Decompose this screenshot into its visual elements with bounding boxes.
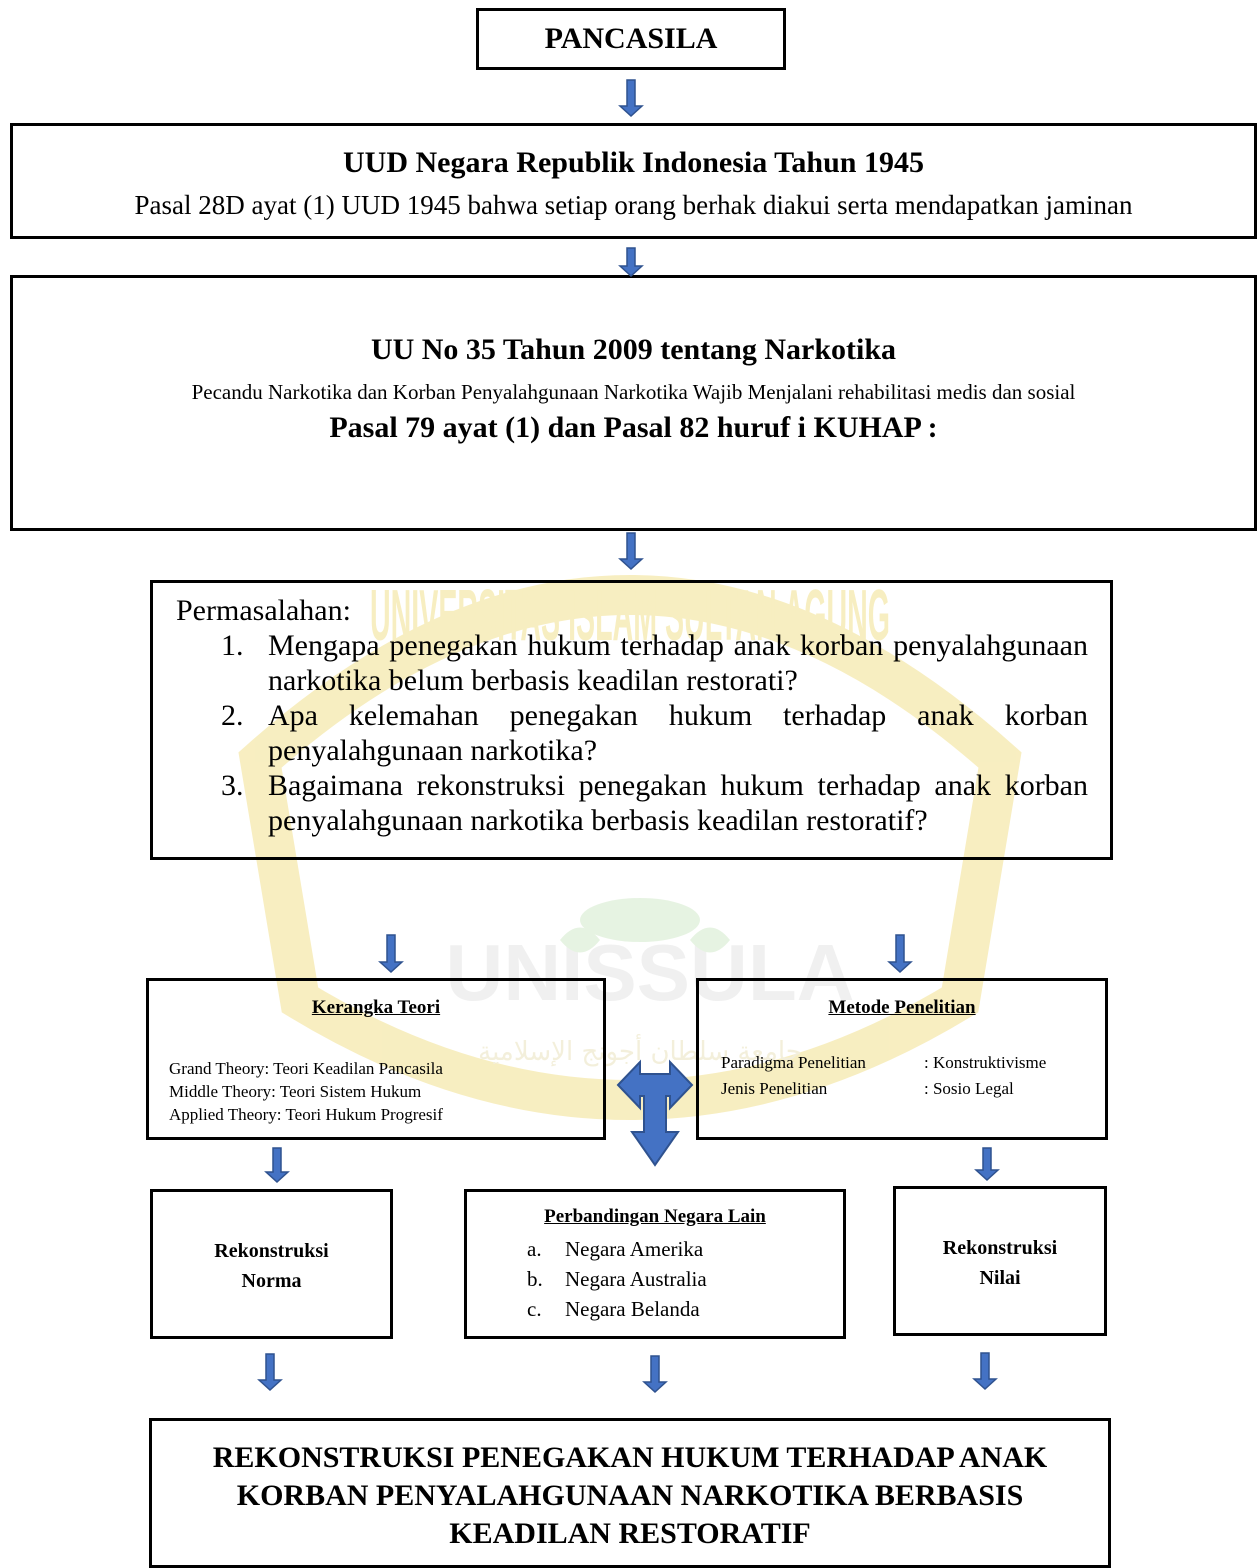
final-line2: KORBAN PENYALAHGUNAAN NARKOTIKA BERBASIS bbox=[236, 1479, 1024, 1512]
permasalahan-item: 2. Apa kelemahan penegakan hukum terhadap… bbox=[221, 698, 1088, 768]
permasalahan-item: 3. Bagaimana rekonstruksi penegakan hukum… bbox=[221, 768, 1088, 838]
metode-row-label: Paradigma Penelitian bbox=[721, 1053, 866, 1072]
item-text: Mengapa penegakan hukum terhadap anak ko… bbox=[268, 629, 1088, 697]
metode-heading: Metode Penelitian bbox=[828, 997, 976, 1018]
final-line1: REKONSTRUKSI PENEGAKAN HUKUM TERHADAP AN… bbox=[212, 1441, 1048, 1474]
item-text: Bagaimana rekonstruksi penegakan hukum t… bbox=[268, 769, 1088, 837]
uud-title: UUD Negara Republik Indonesia Tahun 1945 bbox=[342, 146, 924, 179]
kerangka-teori-heading: Kerangka Teori bbox=[311, 997, 441, 1018]
pancasila-box: PANCASILA bbox=[476, 8, 786, 70]
metode-row-value: : Konstruktivisme bbox=[924, 1053, 1047, 1072]
permasalahan-box: Permasalahan: 1. Mengapa penegakan hukum … bbox=[150, 580, 1113, 860]
kerangka-teori-box: Kerangka Teori Grand Theory: Teori Keadi… bbox=[146, 978, 606, 1140]
metode-row-value: : Sosio Legal bbox=[924, 1079, 1014, 1098]
item-number: 1. bbox=[221, 629, 244, 662]
uud-1945-box: UUD Negara Republik Indonesia Tahun 1945… bbox=[10, 123, 1257, 239]
grand-theory: Grand Theory: Teori Keadilan Pancasila bbox=[169, 1059, 443, 1078]
nilai-line1: Rekonstruksi bbox=[942, 1237, 1058, 1259]
perbandingan-item: b. Negara Australia bbox=[527, 1267, 707, 1292]
norma-line2: Norma bbox=[241, 1270, 302, 1292]
permasalahan-item: 1. Mengapa penegakan hukum terhadap anak … bbox=[221, 628, 1088, 698]
uu-text: Pecandu Narkotika dan Korban Penyalahgun… bbox=[191, 380, 1076, 404]
metode-row-label: Jenis Penelitian bbox=[721, 1079, 828, 1098]
perbandingan-item: a. Negara Amerika bbox=[527, 1237, 703, 1262]
uu-title: UU No 35 Tahun 2009 tentang Narkotika bbox=[370, 333, 897, 366]
metode-penelitian-box: Metode Penelitian Paradigma Penelitian :… bbox=[696, 978, 1108, 1140]
teori-lines: Grand Theory: Teori Keadilan Pancasila M… bbox=[169, 1057, 443, 1126]
norma-line1: Rekonstruksi bbox=[214, 1240, 329, 1262]
item-mark: b. bbox=[527, 1267, 543, 1291]
perbandingan-item: c. Negara Belanda bbox=[527, 1297, 700, 1322]
middle-theory: Middle Theory: Teori Sistem Hukum bbox=[169, 1082, 422, 1101]
uud-text: Pasal 28D ayat (1) UUD 1945 bahwa setiap… bbox=[134, 190, 1133, 220]
permasalahan-heading: Permasalahan: bbox=[176, 594, 351, 627]
final-line3: KEADILAN RESTORATIF bbox=[449, 1517, 811, 1550]
final-conclusion-box: REKONSTRUKSI PENEGAKAN HUKUM TERHADAP AN… bbox=[149, 1418, 1111, 1568]
item-text: Negara Amerika bbox=[565, 1237, 704, 1261]
pancasila-title: PANCASILA bbox=[544, 22, 718, 55]
perbandingan-heading: Perbandingan Negara Lain bbox=[544, 1206, 766, 1227]
item-text: Negara Australia bbox=[565, 1267, 707, 1291]
permasalahan-list: 1. Mengapa penegakan hukum terhadap anak … bbox=[221, 628, 1088, 838]
watermark-arc-text: UNIVERSITAS ISLAM SULTAN AGUNG bbox=[370, 576, 890, 656]
perbandingan-box: Perbandingan Negara Lain a. Negara Amerik… bbox=[464, 1189, 846, 1339]
uu-pasal: Pasal 79 ayat (1) dan Pasal 82 huruf i K… bbox=[329, 411, 938, 444]
item-mark: a. bbox=[527, 1237, 542, 1261]
item-number: 2. bbox=[221, 699, 244, 732]
rekonstruksi-norma-box: Rekonstruksi Norma bbox=[150, 1189, 393, 1339]
watermark-unissula-text: UNISSULA bbox=[446, 928, 855, 1017]
uu-narkotika-box: UU No 35 Tahun 2009 tentang Narkotika Pe… bbox=[10, 275, 1257, 531]
item-text: Negara Belanda bbox=[565, 1297, 700, 1321]
applied-theory: Applied Theory: Teori Hukum Progresif bbox=[169, 1105, 443, 1124]
item-number: 3. bbox=[221, 769, 244, 802]
item-mark: c. bbox=[527, 1297, 542, 1321]
item-text: Apa kelemahan penegakan hukum terhadap a… bbox=[268, 699, 1088, 767]
nilai-line2: Nilai bbox=[979, 1267, 1021, 1289]
rekonstruksi-nilai-box: Rekonstruksi Nilai bbox=[893, 1186, 1107, 1336]
